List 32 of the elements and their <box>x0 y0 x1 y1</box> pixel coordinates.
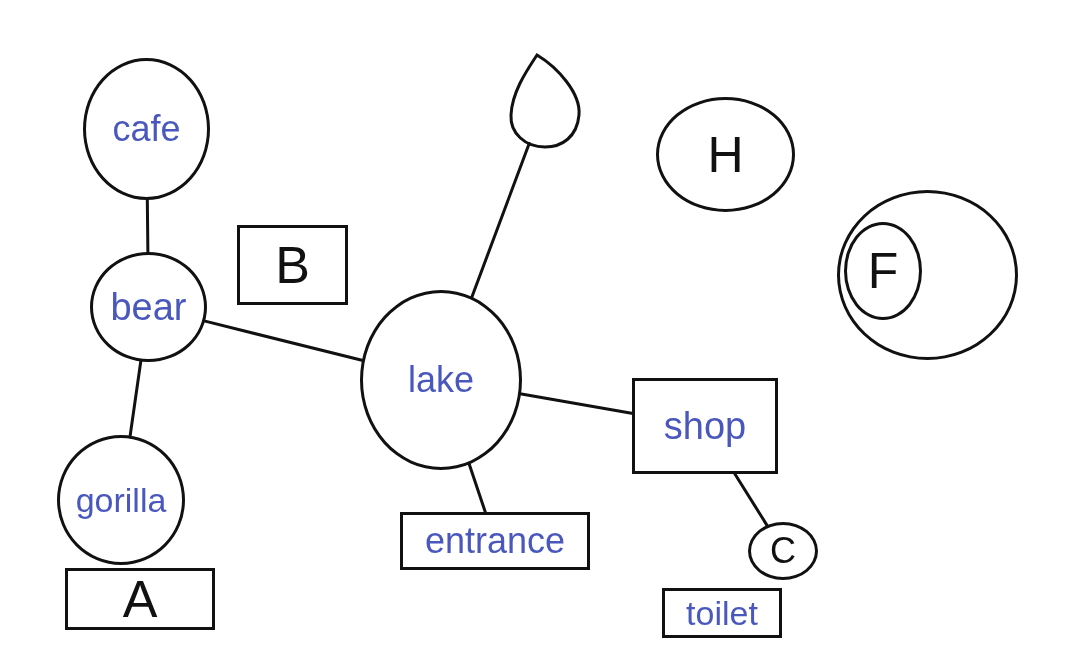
circle-node <box>656 97 795 212</box>
node-label: cafe <box>112 111 181 147</box>
node-label: H <box>707 129 744 180</box>
circle-node <box>844 222 922 320</box>
circle-node <box>90 252 207 362</box>
box-node <box>65 568 215 630</box>
node-label: F <box>867 246 899 296</box>
connector-line <box>518 392 635 415</box>
connector-line <box>732 471 769 528</box>
node-label: shop <box>663 407 747 445</box>
connector-line <box>470 142 531 300</box>
node-label: gorilla <box>75 483 167 517</box>
circle-node <box>360 290 522 470</box>
circle-node <box>57 435 185 565</box>
box-node <box>237 225 348 305</box>
box-node <box>632 378 778 474</box>
connector-line <box>145 197 150 255</box>
node-label: toilet <box>686 596 758 630</box>
circle-node <box>83 58 210 200</box>
node-label: A <box>122 573 158 625</box>
box-node <box>662 588 782 638</box>
circle-node <box>748 522 818 580</box>
node-label: B <box>275 239 310 291</box>
connector-line <box>467 461 488 515</box>
box-node <box>400 512 590 570</box>
node-label: C <box>770 533 796 569</box>
node-label: bear <box>110 288 187 326</box>
connector-line <box>202 319 365 362</box>
circle-shape <box>837 190 1018 360</box>
node-label: entrance <box>424 523 566 559</box>
teardrop-shape <box>507 53 583 149</box>
node-label: lake <box>407 362 474 398</box>
